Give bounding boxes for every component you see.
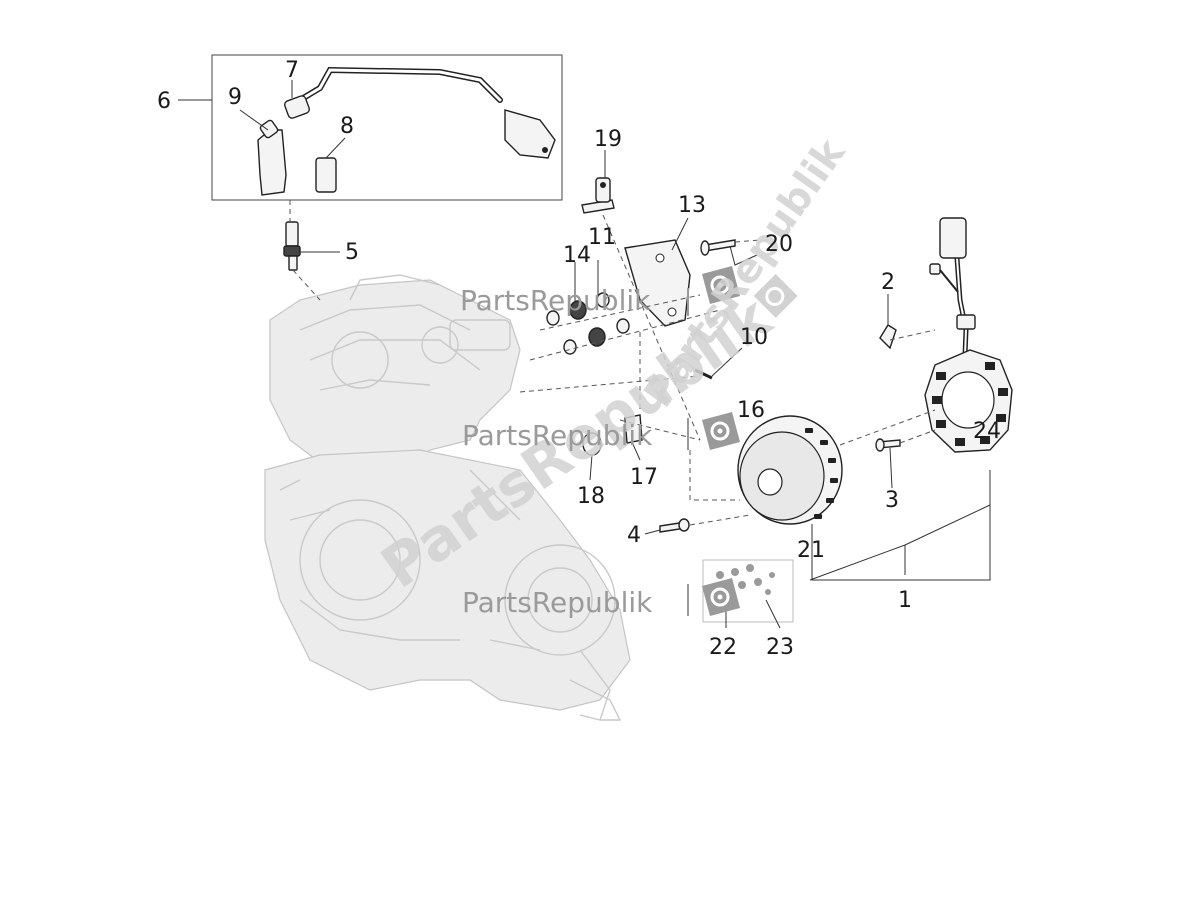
callout-14: 14 xyxy=(563,243,591,268)
callout-23: 23 xyxy=(766,635,794,660)
engine-ghost-outline xyxy=(264,274,631,721)
callout-2: 2 xyxy=(881,270,895,295)
gear-in-badge-icon xyxy=(702,266,740,304)
pin-10-part xyxy=(694,368,713,380)
callout-10: 10 xyxy=(740,325,768,350)
screw-20-part xyxy=(700,239,736,256)
leader-lines xyxy=(178,80,991,629)
washers-nuts-part xyxy=(546,292,630,355)
callout-22: 22 xyxy=(709,635,737,660)
bracket-19-part xyxy=(581,177,615,214)
svg-text:PartsRepublik: PartsRepublik xyxy=(460,284,651,317)
callout-5: 5 xyxy=(345,240,359,265)
ignition-coil-group-box xyxy=(211,54,563,201)
svg-text:PartsRepublik: PartsRepublik xyxy=(462,419,653,452)
callout-7: 7 xyxy=(285,58,299,83)
callout-6: 6 xyxy=(157,89,171,114)
callout-17: 17 xyxy=(630,465,658,490)
callout-21: 21 xyxy=(797,538,825,563)
callout-18: 18 xyxy=(577,484,605,509)
callout-4: 4 xyxy=(627,523,641,548)
ignition-coil-part xyxy=(284,66,556,159)
callout-24: 24 xyxy=(973,419,1001,444)
callout-13: 13 xyxy=(678,193,706,218)
callout-labels: 6 7 9 8 5 19 13 14 11 20 2 10 16 17 18 2… xyxy=(157,58,1001,660)
assembly-dash-lines xyxy=(289,200,936,526)
plate-13-part xyxy=(624,239,691,327)
cap-terminal-part xyxy=(315,157,337,193)
watermark-row-2: PartsRepublik xyxy=(462,412,740,452)
callout-19: 19 xyxy=(594,127,622,152)
callout-3: 3 xyxy=(885,488,899,513)
bolt-4-part xyxy=(659,518,690,533)
callout-9: 9 xyxy=(228,85,242,110)
callout-20: 20 xyxy=(765,232,793,257)
spark-plug-cap-part xyxy=(257,119,287,196)
spark-plug-part xyxy=(283,221,301,271)
callout-16: 16 xyxy=(737,398,765,423)
svg-text:PartsRepublik: PartsRepublik xyxy=(462,586,653,619)
flywheel-rotor-part xyxy=(737,415,843,525)
clip-2-part xyxy=(879,324,897,350)
gear-in-badge-icon xyxy=(753,274,798,318)
bolt-3-part xyxy=(875,438,901,452)
callout-11: 11 xyxy=(588,225,616,250)
gear-in-badge-icon xyxy=(702,412,740,450)
watermark-row-3: PartsRepublik xyxy=(462,578,740,619)
callout-8: 8 xyxy=(340,114,354,139)
stator-part xyxy=(924,217,1013,453)
watermark-row-1: PartsRepublik xyxy=(460,266,740,317)
gear-in-badge-icon xyxy=(702,578,740,616)
callout-1: 1 xyxy=(898,588,912,613)
